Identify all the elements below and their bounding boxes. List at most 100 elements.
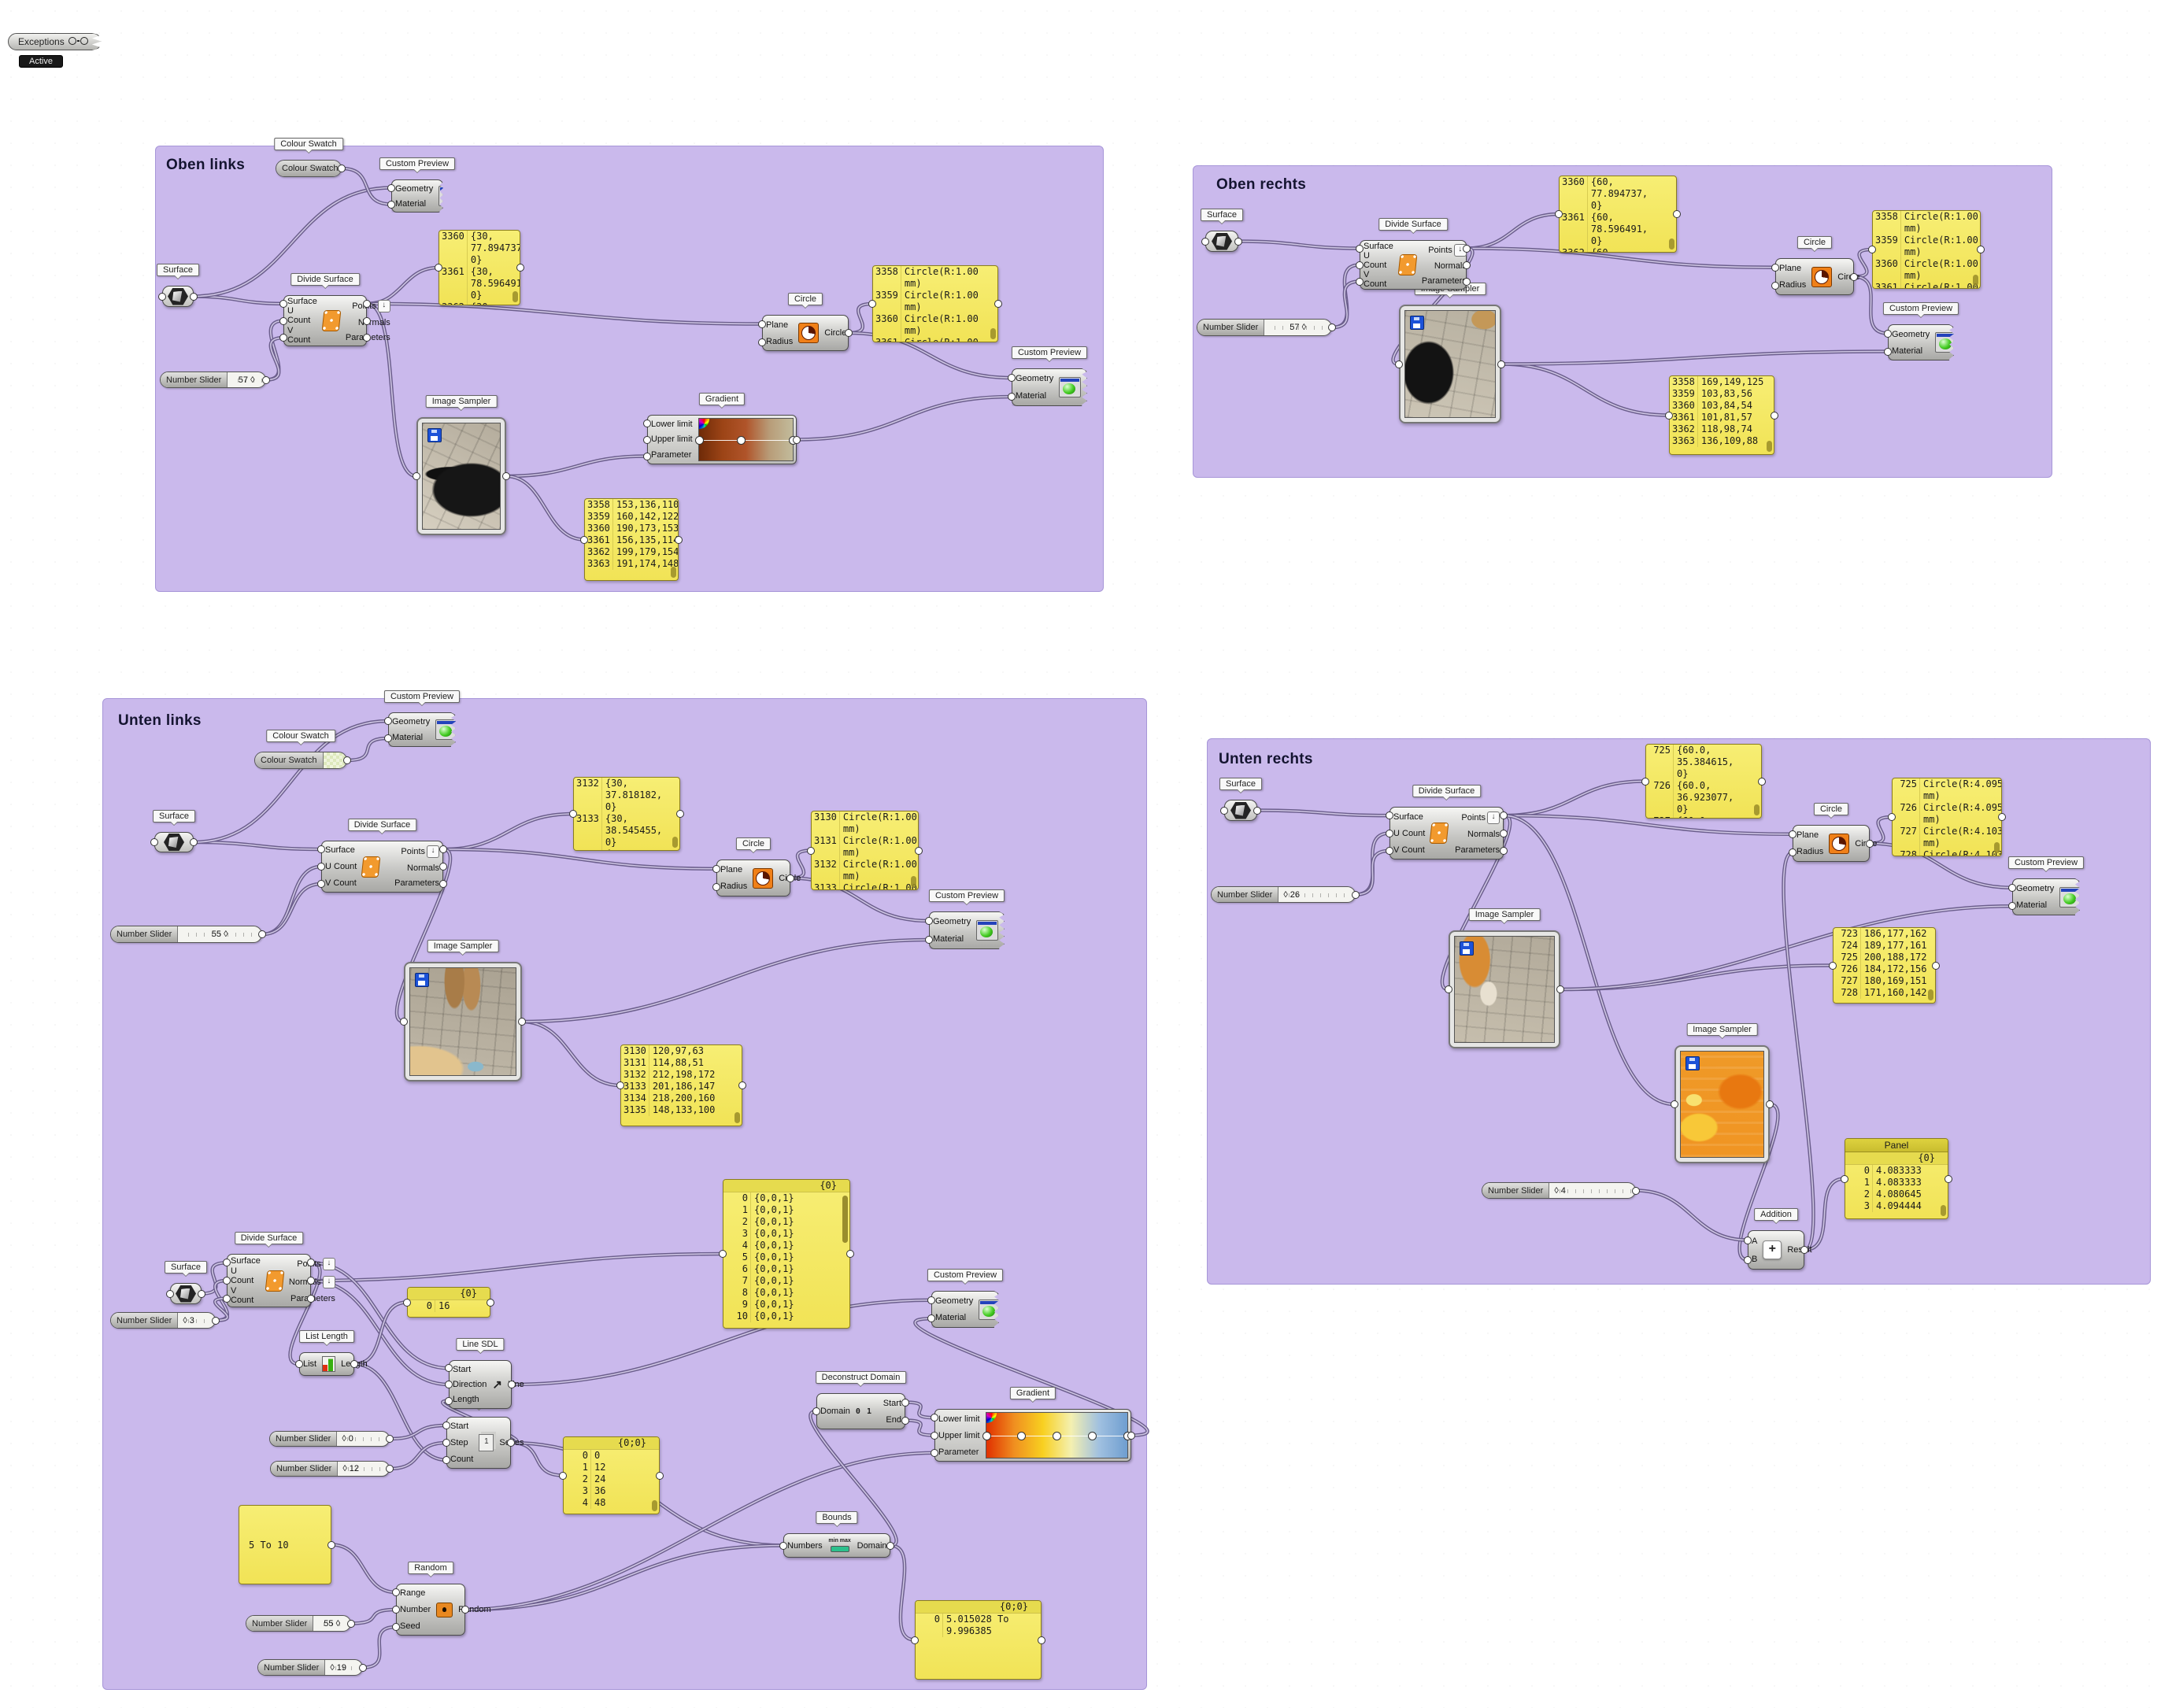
or-preview-port-1[interactable] (1884, 347, 1892, 356)
ul-surface-node[interactable] (154, 832, 194, 852)
ul-preview1-port-0[interactable] (384, 717, 392, 725)
ol-divide-port-1[interactable] (279, 316, 287, 325)
ul-divide-flatten-button-0[interactable]: ↓ (427, 845, 439, 858)
ul-surface-port-0[interactable] (150, 838, 158, 846)
ul-slider55b-port-0[interactable] (347, 1619, 355, 1628)
ol-swatch-node[interactable]: Colour Swatch (276, 160, 342, 177)
ul-slider55-port-0[interactable] (258, 930, 266, 938)
save-icon[interactable] (1410, 316, 1424, 330)
ol-sampler-port-1[interactable] (502, 472, 510, 480)
ul-slider55-track[interactable]: 55 ◊ (178, 926, 261, 942)
ul-divide2-port-1[interactable] (223, 1277, 231, 1285)
ol-panel-rgb-scrollbar[interactable] (671, 567, 676, 578)
or-panel-circ-port-0[interactable] (1868, 246, 1876, 253)
ul-panel-5to10-port-0[interactable] (327, 1540, 335, 1549)
ol-panel-circ-port-0[interactable] (868, 300, 876, 308)
ol-panel-pts-port-1[interactable] (516, 264, 524, 272)
or-preview-port-0[interactable] (1884, 329, 1892, 338)
ol-slider57-track[interactable]: 57 ◊ (228, 372, 265, 387)
ul-slider3-port-0[interactable] (212, 1316, 220, 1325)
ul-panel-domain-port-0[interactable] (911, 1636, 919, 1644)
ol-panel-pts[interactable]: 3360{30, 77.894737, 0}3361{30, 78.596491… (438, 230, 520, 305)
ul-divide-port-0[interactable] (317, 845, 325, 853)
ul-circle-port-2[interactable] (786, 874, 794, 882)
ul-panel-series-port-1[interactable] (656, 1471, 664, 1480)
or-circle-port-1[interactable] (1771, 282, 1779, 290)
ol-surface-port-0[interactable] (158, 292, 166, 301)
ul-linesdl-port-1[interactable] (445, 1381, 453, 1388)
ul-circle-port-1[interactable] (712, 883, 720, 892)
ur-sampler2-port-0[interactable] (1671, 1100, 1678, 1108)
or-panel-pts-port-1[interactable] (1673, 210, 1681, 218)
ul-panel-series-scrollbar[interactable] (652, 1500, 657, 1511)
ol-swatch-port-0[interactable] (338, 165, 346, 172)
or-divide-port-4[interactable] (1463, 261, 1471, 269)
ur-slider4-port-0[interactable] (1632, 1186, 1640, 1195)
ur-panel-pts-scrollbar[interactable] (1754, 804, 1760, 815)
ol-panel-circ-scrollbar[interactable] (990, 328, 996, 339)
or-divide-port-3[interactable] (1463, 244, 1471, 253)
ul-divide-port-3[interactable] (439, 845, 447, 853)
ol-divide-port-3[interactable] (363, 299, 371, 308)
ol-panel-rgb-port-0[interactable] (580, 535, 588, 544)
ul-gradient-gradient-handle-3[interactable] (1088, 1431, 1097, 1440)
ul-bounds-port-1[interactable] (886, 1541, 894, 1550)
ul-panel-vec-scrollbar[interactable] (842, 1196, 848, 1243)
ul-panel-vec[interactable]: {0}0{0,0,1}1{0,0,1}2{0,0,1}3{0,0,1}4{0,0… (723, 1179, 850, 1329)
ol-preview1-port-1[interactable] (387, 200, 395, 209)
ul-divide2-flatten-button-0[interactable]: ↓ (322, 1258, 335, 1271)
ul-divide-port-2[interactable] (317, 880, 325, 888)
ul-linesdl-port-2[interactable] (445, 1396, 453, 1405)
ul-gradient-gradient-handle-1[interactable] (1017, 1431, 1027, 1440)
ur-panel-titled-port-0[interactable] (1841, 1174, 1848, 1183)
ur-panel-rgb-port-0[interactable] (1829, 961, 1837, 970)
or-panel-pts-port-0[interactable] (1555, 210, 1563, 218)
ul-random-port-3[interactable] (461, 1606, 469, 1614)
ur-surface-port-1[interactable] (1253, 806, 1261, 815)
ul-divide-port-5[interactable] (439, 880, 447, 888)
or-sampler-port-0[interactable] (1395, 360, 1403, 368)
ul-series-port-3[interactable] (507, 1439, 515, 1447)
ul-slider19-track[interactable]: ◊ 19 (325, 1660, 362, 1675)
ol-gradient-port-0[interactable] (643, 419, 651, 427)
ol-panel-pts-scrollbar[interactable] (512, 291, 518, 302)
ur-circle-port-2[interactable] (1866, 839, 1874, 848)
or-divide-port-5[interactable] (1463, 277, 1471, 286)
ul-panel-pts-port-1[interactable] (676, 810, 684, 818)
ul-listlen-port-1[interactable] (350, 1360, 358, 1368)
ur-slider26-port-0[interactable] (1352, 890, 1360, 899)
ol-circle-port-0[interactable] (758, 320, 766, 328)
ol-divide-port-0[interactable] (279, 299, 287, 308)
ol-divide-flatten-button-0[interactable]: ↓ (377, 299, 390, 312)
ul-gradient-port-2[interactable] (931, 1448, 938, 1457)
ul-surface-port-1[interactable] (190, 838, 198, 846)
ul-panel016-port-0[interactable] (403, 1298, 411, 1307)
ul-preview2-port-0[interactable] (925, 917, 933, 925)
ur-panel-pts-port-1[interactable] (1758, 777, 1766, 786)
ur-panel-pts-port-0[interactable] (1641, 777, 1649, 786)
ur-slider4-track[interactable]: ◊ 4 (1549, 1183, 1635, 1198)
exceptions-node[interactable]: Exceptions (8, 33, 102, 50)
ul-panel016-port-1[interactable] (487, 1298, 494, 1307)
ol-sampler-port-0[interactable] (413, 472, 420, 480)
ul-sampler-port-0[interactable] (400, 1018, 408, 1026)
or-panel-rgb-scrollbar[interactable] (1767, 441, 1772, 452)
